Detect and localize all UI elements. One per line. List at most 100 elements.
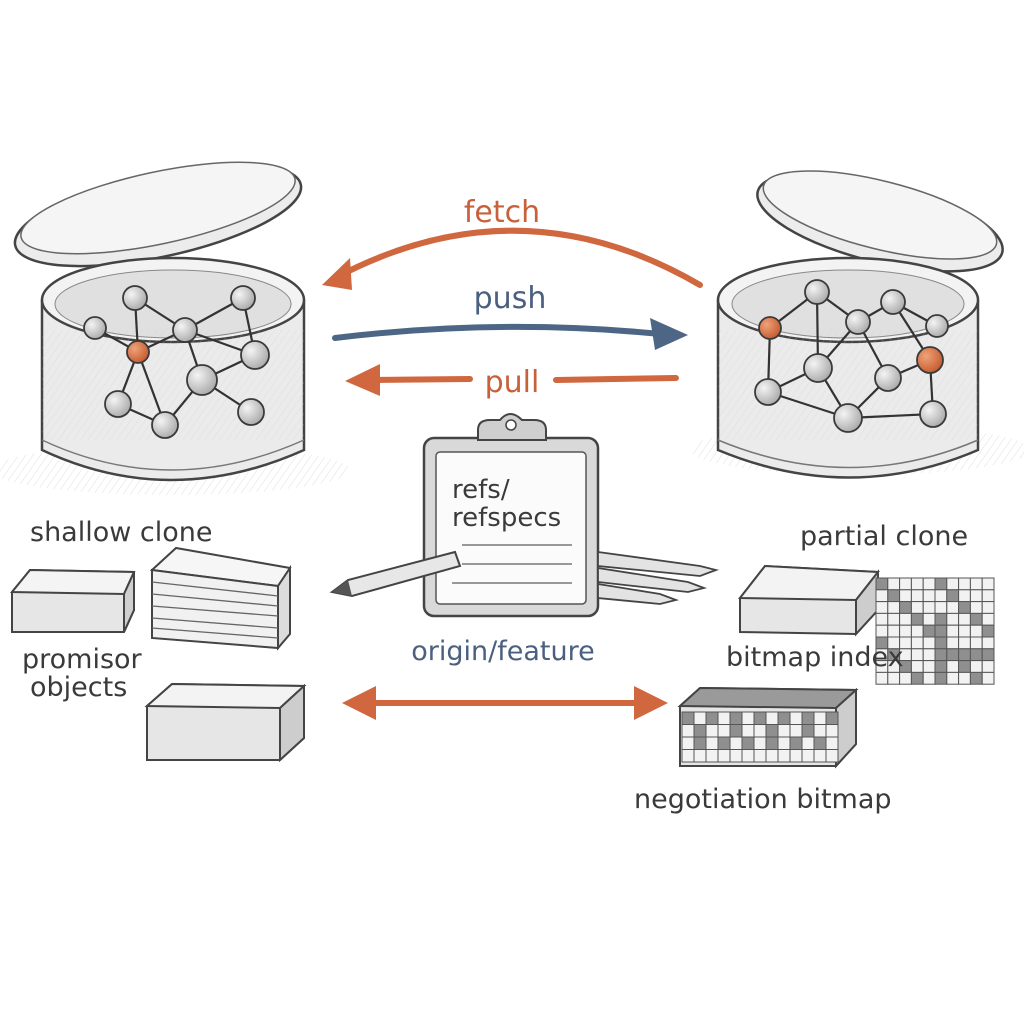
commit-node bbox=[754, 378, 782, 406]
bitmap-cell bbox=[899, 601, 912, 614]
bitmap-cell bbox=[741, 736, 755, 750]
bitmap-cell bbox=[969, 671, 983, 685]
push-arrow: push bbox=[332, 281, 688, 350]
bitmap-cell bbox=[958, 624, 971, 638]
bitmap-cell bbox=[753, 724, 767, 738]
pull-arrow: pull bbox=[345, 364, 679, 400]
bitmap-cell bbox=[969, 589, 983, 603]
bitmap-cell bbox=[777, 724, 791, 738]
bitmap-cell bbox=[875, 624, 889, 638]
bitmap-cell bbox=[825, 724, 839, 738]
negotiation-bitmap-label: negotiation bitmap bbox=[634, 784, 892, 815]
bitmap-cell bbox=[887, 601, 901, 614]
bitmap-cell bbox=[946, 624, 960, 638]
bitmap-cell bbox=[910, 636, 924, 650]
bitmap-cell bbox=[981, 671, 995, 685]
bitmap-cell bbox=[981, 624, 995, 638]
shallow-clone-label: shallow clone bbox=[30, 517, 213, 548]
bitmap-cell bbox=[801, 736, 815, 750]
bitmap-cell bbox=[875, 589, 889, 603]
bitmap-cell bbox=[717, 724, 731, 738]
commit-node-highlight bbox=[758, 316, 782, 340]
bitmap-cell bbox=[789, 749, 803, 763]
bitmap-cell bbox=[922, 660, 936, 673]
bitmap-cell bbox=[934, 601, 948, 614]
bitmap-cell bbox=[717, 736, 731, 750]
bitmap-cell bbox=[717, 711, 731, 725]
bitmap-cell bbox=[705, 749, 719, 763]
fetch-arrow: fetch bbox=[322, 195, 703, 290]
bitmap-cell bbox=[813, 711, 827, 725]
origin-feature-label: origin/feature bbox=[411, 636, 594, 667]
bitmap-index-label: bitmap index bbox=[726, 642, 904, 673]
bitmap-cell bbox=[777, 749, 791, 763]
bitmap-cell bbox=[922, 671, 936, 685]
bitmap-cell bbox=[693, 724, 707, 738]
commit-node bbox=[880, 289, 906, 315]
bitmap-cell bbox=[958, 577, 971, 591]
bitmap-cell bbox=[910, 589, 924, 603]
commit-node bbox=[804, 279, 830, 305]
bitmap-cell bbox=[875, 612, 889, 626]
bitmap-cell bbox=[922, 589, 936, 603]
bitmap-cell bbox=[753, 749, 767, 763]
commit-node bbox=[919, 400, 947, 428]
bitmap-cell bbox=[875, 601, 889, 614]
commit-node bbox=[803, 353, 833, 383]
commit-node bbox=[845, 309, 871, 335]
pull-label: pull bbox=[485, 365, 540, 400]
bitmap-cell bbox=[887, 612, 901, 626]
commit-node bbox=[237, 398, 265, 426]
commit-node bbox=[172, 317, 198, 343]
commit-node bbox=[122, 285, 148, 311]
bitmap-cell bbox=[765, 711, 779, 725]
bitmap-cell bbox=[946, 612, 960, 626]
bitmap-cell bbox=[813, 724, 827, 738]
bitmap-cell bbox=[958, 648, 971, 662]
commit-node bbox=[104, 390, 132, 418]
bitmap-cell bbox=[777, 736, 791, 750]
bitmap-cell bbox=[946, 660, 960, 673]
paper-stack-icon bbox=[149, 546, 292, 651]
bitmap-cell bbox=[729, 724, 743, 738]
partial-clone-container bbox=[716, 170, 1004, 479]
bitmap-cell bbox=[717, 749, 731, 763]
refspec-clipboard: refs/ refspecs bbox=[422, 413, 600, 618]
bitmap-cell bbox=[813, 749, 827, 763]
bitmap-cell bbox=[765, 724, 779, 738]
bitmap-cell bbox=[693, 736, 707, 750]
bitmap-cell bbox=[825, 736, 839, 750]
bitmap-cell bbox=[741, 749, 755, 763]
commit-node bbox=[925, 314, 949, 338]
push-label: push bbox=[474, 281, 547, 316]
bitmap-cell bbox=[969, 624, 983, 638]
bitmap-cell bbox=[753, 711, 767, 725]
bitmap-cell bbox=[934, 624, 948, 638]
promisor-box-icon bbox=[9, 568, 136, 633]
commit-node bbox=[833, 403, 863, 433]
bitmap-cell bbox=[922, 648, 936, 662]
bitmap-cell bbox=[887, 577, 901, 591]
bitmap-cell bbox=[887, 589, 901, 603]
bitmap-cell bbox=[693, 749, 707, 763]
bitmap-cell bbox=[789, 711, 803, 725]
negotiation-bitmap-grid bbox=[681, 711, 839, 763]
bitmap-cell bbox=[887, 624, 901, 638]
bitmap-cell bbox=[969, 648, 983, 662]
pens-bundle-icon bbox=[597, 550, 720, 605]
bitmap-cell bbox=[705, 724, 719, 738]
bitmap-index-grid bbox=[875, 577, 995, 685]
bitmap-cell bbox=[899, 612, 912, 626]
bitmap-cell bbox=[969, 636, 983, 650]
bitmap-cell bbox=[981, 660, 995, 673]
bitmap-cell bbox=[899, 624, 912, 638]
negotiation-double-arrow bbox=[342, 686, 668, 720]
bitmap-cell bbox=[910, 624, 924, 638]
clipboard-line-refs: refs/ bbox=[452, 475, 510, 505]
bitmap-cell bbox=[981, 648, 995, 662]
bitmap-cell bbox=[729, 736, 743, 750]
bitmap-cell bbox=[910, 660, 924, 673]
bitmap-cell bbox=[875, 577, 889, 591]
object-box-icon bbox=[144, 682, 307, 763]
bitmap-cell bbox=[910, 671, 924, 685]
